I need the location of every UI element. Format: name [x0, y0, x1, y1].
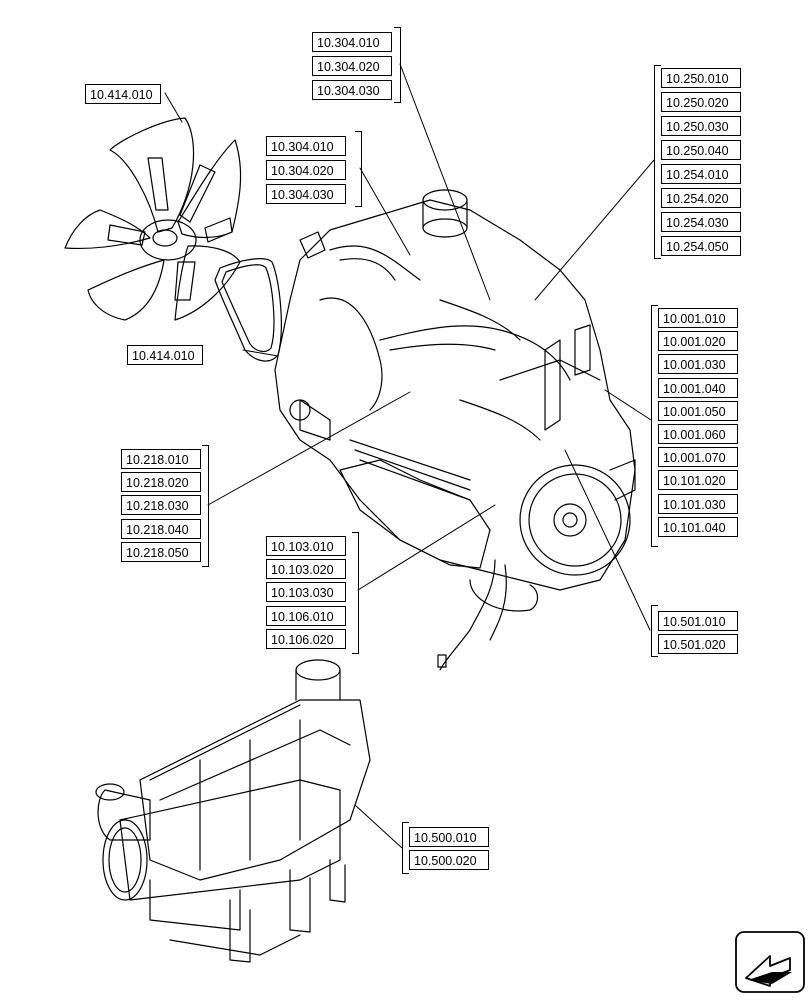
- ref-lower-mid-2[interactable]: 10.103.020: [266, 559, 346, 580]
- ref-right-mid-2[interactable]: 10.001.020: [658, 331, 738, 352]
- ref-left-mid-2[interactable]: 10.218.020: [121, 472, 201, 493]
- ref-top-center-2[interactable]: 10.304.020: [312, 56, 392, 76]
- ref-top-center-3[interactable]: 10.304.030: [312, 80, 392, 100]
- ref-mid-left-2[interactable]: 10.304.020: [266, 160, 346, 180]
- ref-belt-1[interactable]: 10.414.010: [127, 345, 203, 365]
- ref-lower-mid-1[interactable]: 10.103.010: [266, 536, 346, 556]
- ref-right-top-5[interactable]: 10.254.010: [661, 164, 741, 184]
- bracket-right-low: [651, 605, 658, 657]
- ref-mid-left-1[interactable]: 10.304.010: [266, 136, 346, 156]
- ref-right-mid-3[interactable]: 10.001.030: [658, 354, 738, 375]
- ref-fan-1[interactable]: 10.414.010: [85, 84, 161, 104]
- bracket-lower-mid: [352, 532, 359, 654]
- ref-right-top-1[interactable]: 10.250.010: [661, 68, 741, 88]
- ref-right-low-1[interactable]: 10.501.010: [658, 611, 738, 631]
- next-page-arrow-icon[interactable]: [735, 931, 805, 993]
- exhaust-aftertreatment-illustration: [95, 659, 371, 963]
- ref-right-low-2[interactable]: 10.501.020: [658, 634, 738, 654]
- ref-right-mid-4[interactable]: 10.001.040: [658, 377, 738, 398]
- ref-right-top-8[interactable]: 10.254.050: [661, 236, 741, 256]
- ref-right-mid-1[interactable]: 10.001.010: [658, 308, 738, 328]
- ref-right-top-7[interactable]: 10.254.030: [661, 212, 741, 232]
- ref-exhaust-2[interactable]: 10.500.020: [409, 850, 489, 870]
- ref-right-top-3[interactable]: 10.250.030: [661, 116, 741, 136]
- ref-right-top-4[interactable]: 10.250.040: [661, 140, 741, 160]
- ref-left-mid-4[interactable]: 10.218.040: [121, 518, 201, 539]
- ref-exhaust-1[interactable]: 10.500.010: [409, 827, 489, 847]
- ref-right-mid-8[interactable]: 10.101.020: [658, 470, 738, 491]
- ref-lower-mid-4[interactable]: 10.106.010: [266, 605, 346, 626]
- ref-right-mid-7[interactable]: 10.001.070: [658, 447, 738, 468]
- ref-right-top-6[interactable]: 10.254.020: [661, 188, 741, 208]
- bracket-exhaust: [402, 822, 409, 874]
- ref-right-mid-6[interactable]: 10.001.060: [658, 424, 738, 444]
- ref-top-center-1[interactable]: 10.304.010: [312, 32, 392, 52]
- ref-right-mid-10[interactable]: 10.101.040: [658, 516, 738, 537]
- bracket-right-top: [654, 65, 661, 259]
- ref-mid-left-3[interactable]: 10.304.030: [266, 184, 346, 204]
- ref-left-mid-3[interactable]: 10.218.030: [121, 495, 201, 516]
- ref-lower-mid-3[interactable]: 10.103.030: [266, 582, 346, 603]
- ref-right-mid-9[interactable]: 10.101.030: [658, 493, 738, 514]
- drive-belt-illustration: [214, 258, 282, 362]
- bracket-right-mid: [651, 305, 658, 547]
- ref-left-mid-5[interactable]: 10.218.050: [121, 541, 201, 562]
- cooling-fan-illustration: [64, 117, 242, 321]
- ref-lower-mid-5[interactable]: 10.106.020: [266, 628, 346, 649]
- ref-right-top-2[interactable]: 10.250.020: [661, 92, 741, 112]
- ref-left-mid-1[interactable]: 10.218.010: [121, 449, 201, 469]
- bracket-top-center: [394, 27, 401, 103]
- engine-assembly-illustration: [274, 189, 636, 671]
- leader-lines: [164, 63, 655, 849]
- bracket-mid-left: [355, 131, 362, 207]
- ref-right-mid-5[interactable]: 10.001.050: [658, 400, 738, 421]
- bracket-left-mid: [202, 445, 209, 567]
